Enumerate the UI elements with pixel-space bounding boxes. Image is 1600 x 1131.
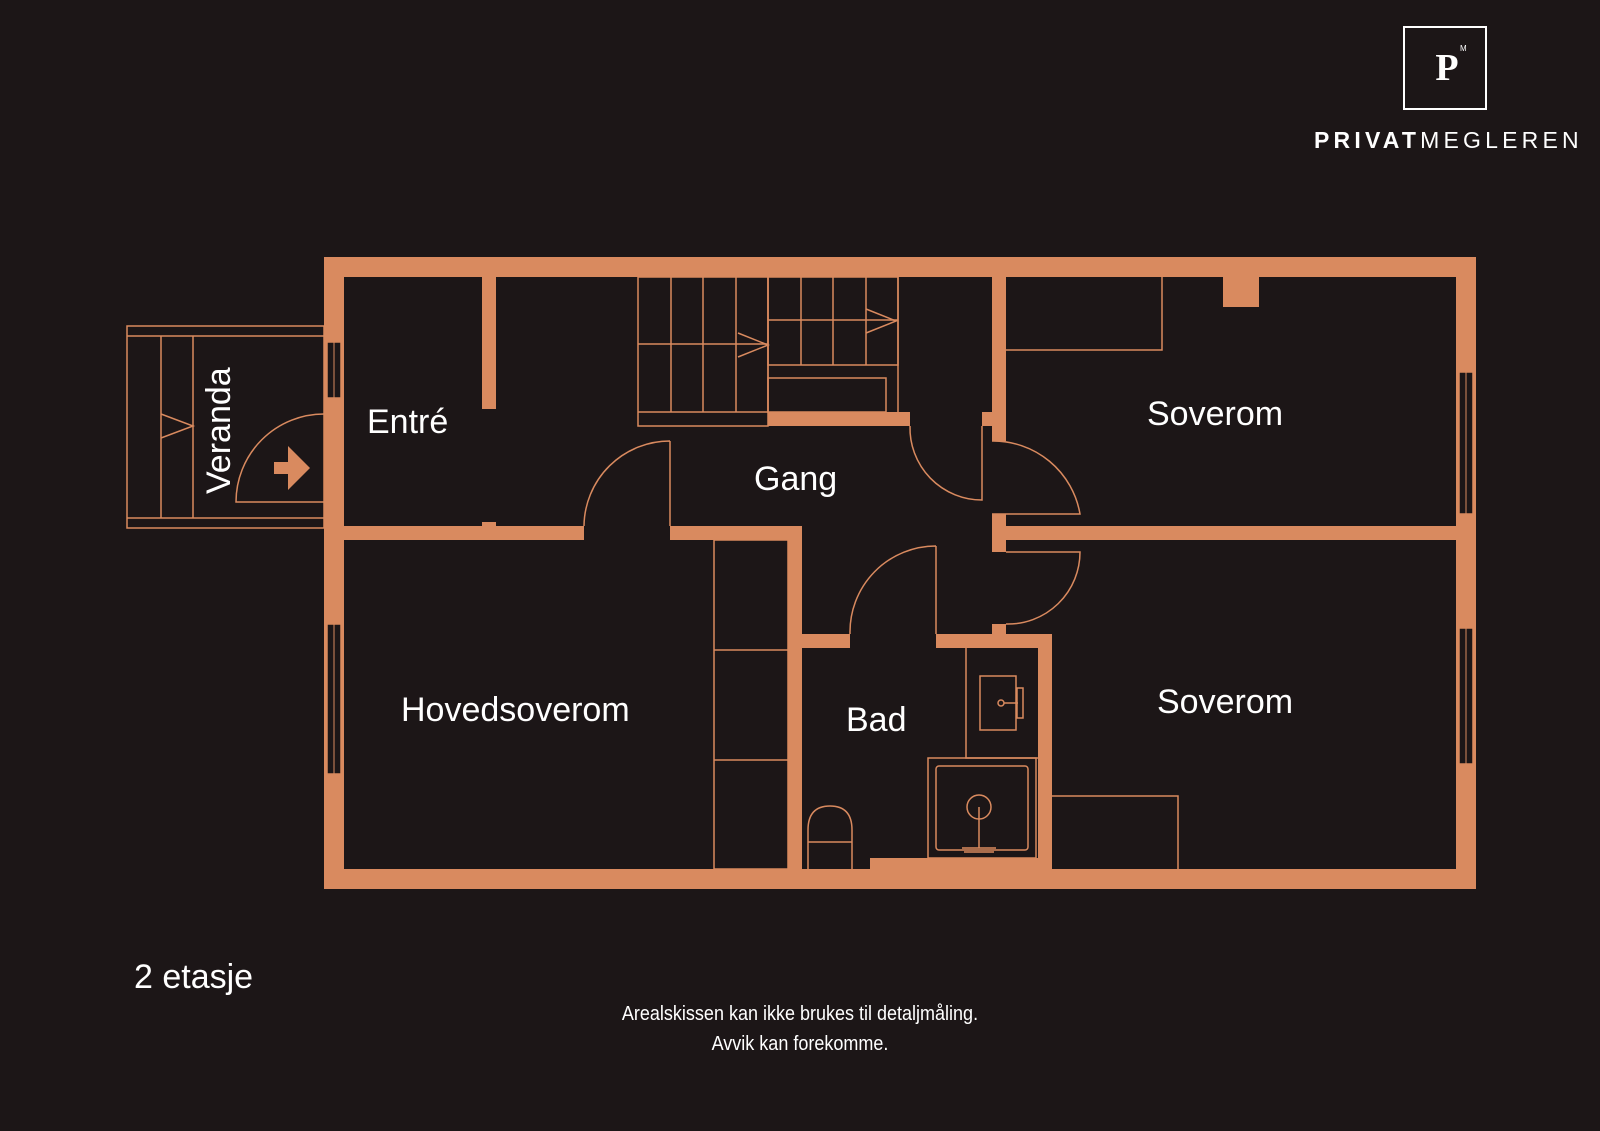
- room-label-bad: Bad: [846, 701, 907, 739]
- disclaimer-line-2: Avvik kan forekomme.: [711, 1033, 889, 1055]
- brand-name-bold: PRIVAT: [1314, 127, 1421, 153]
- room-label-soverom-top: Soverom: [1147, 395, 1283, 433]
- room-label-entre: Entré: [367, 403, 448, 441]
- room-label-gang: Gang: [754, 460, 837, 498]
- wall-stub: [482, 522, 496, 526]
- floor-label: 2 etasje: [134, 958, 254, 996]
- logo-mark: M: [1460, 44, 1467, 53]
- window-lines: [333, 342, 1467, 774]
- room-label-veranda: Veranda: [200, 367, 238, 494]
- brand-name-light: MEGLEREN: [1420, 127, 1583, 153]
- logo-letter: P: [1435, 47, 1459, 89]
- entrance-arrow-icon: [274, 446, 310, 490]
- brand-logo: P M: [1403, 26, 1487, 110]
- room-label-hovedsoverom: Hovedsoverom: [401, 691, 630, 729]
- fixtures: [126, 276, 1179, 870]
- disclaimer-line-1: Arealskissen kan ikke brukes til detaljm…: [621, 1003, 979, 1025]
- doors: [235, 413, 1081, 635]
- walls: [324, 257, 1476, 889]
- brand-name: PRIVATMEGLEREN: [1314, 127, 1583, 154]
- room-label-soverom-bottom: Soverom: [1157, 683, 1293, 721]
